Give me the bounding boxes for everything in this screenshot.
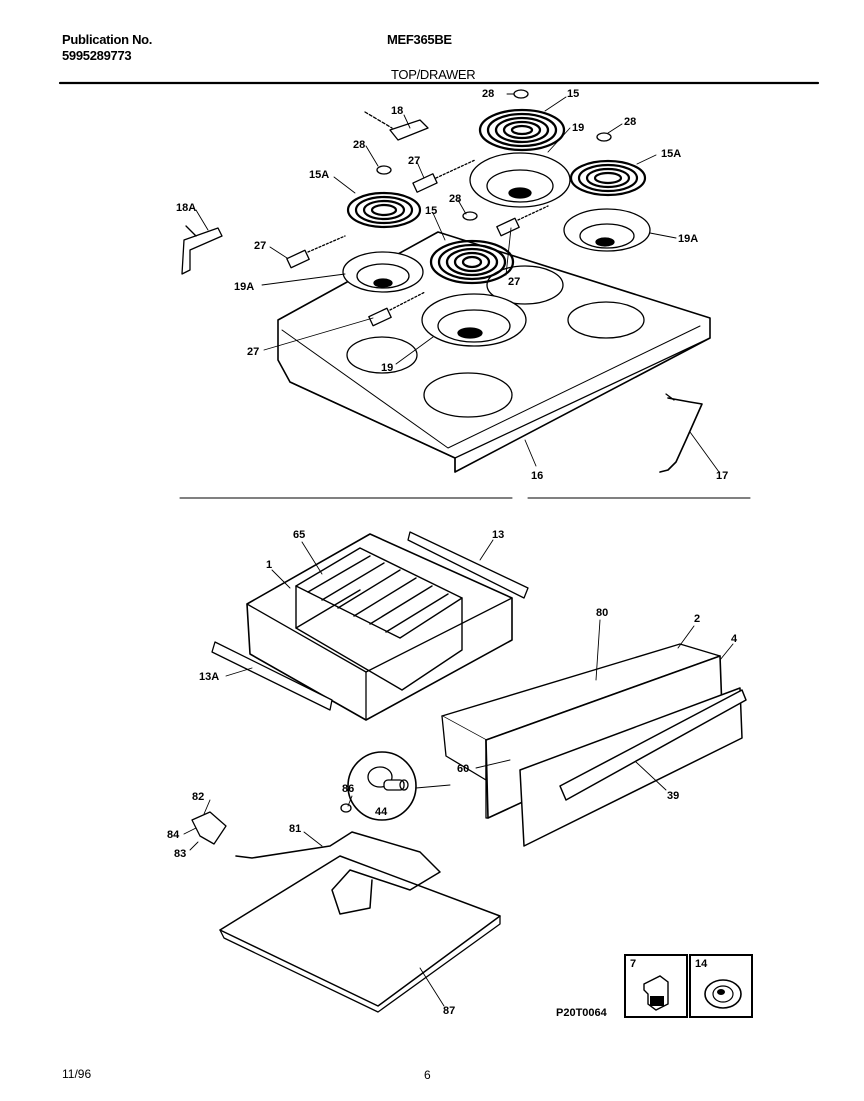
callout-80: 80 xyxy=(596,607,608,619)
knob-part-icon xyxy=(704,979,742,1009)
callout-19: 19 xyxy=(381,362,393,374)
receptacle-27 xyxy=(496,217,520,237)
callout-1: 1 xyxy=(266,559,272,571)
callout-19: 19 xyxy=(572,122,584,134)
trim-ring-28 xyxy=(462,211,478,221)
callout-18A: 18A xyxy=(176,202,196,214)
trim-ring-28 xyxy=(596,132,612,142)
rack-65 xyxy=(295,547,463,691)
callout-19A: 19A xyxy=(678,233,698,245)
knob-detail-44 xyxy=(347,751,417,821)
publication-label: Publication No. xyxy=(62,32,153,47)
callout-2: 2 xyxy=(694,613,700,625)
callout-15: 15 xyxy=(425,205,437,217)
broil-element-81 xyxy=(235,831,441,915)
callout-27: 27 xyxy=(254,240,266,252)
rail-13 xyxy=(407,531,529,599)
callout-18: 18 xyxy=(391,105,403,117)
diagram-code: P20T0064 xyxy=(556,1007,608,1019)
top-opening xyxy=(423,372,513,418)
top-opening xyxy=(486,265,564,305)
callout-44: 44 xyxy=(375,806,388,818)
callout-15A: 15A xyxy=(661,148,681,160)
top-opening xyxy=(567,301,645,339)
receptacle-27 xyxy=(368,307,392,327)
part-86 xyxy=(340,803,352,813)
drip-bowl-front-right xyxy=(421,293,527,347)
callout-labels: 28 15 18 19 28 15A 28 27 15A 18A 28 15 2… xyxy=(167,88,738,1019)
leader-lines-drawer xyxy=(183,539,734,1007)
drip-bowl-rear-center xyxy=(469,152,571,208)
top-opening xyxy=(346,336,418,374)
callout-27: 27 xyxy=(247,346,259,358)
publication-number: 5995289773 xyxy=(62,48,132,63)
bottom-panel-87 xyxy=(219,855,501,1007)
callout-39: 39 xyxy=(667,790,679,802)
leader-lines-top xyxy=(195,93,720,473)
callout-16: 16 xyxy=(531,470,543,482)
callout-65: 65 xyxy=(293,529,305,541)
callout-13A: 13A xyxy=(199,671,219,683)
trim-ring-28 xyxy=(513,89,529,99)
callout-19A: 19A xyxy=(234,281,254,293)
drawer-assembly xyxy=(183,531,747,1013)
callout-28: 28 xyxy=(482,88,494,100)
callout-84: 84 xyxy=(167,829,180,841)
receptacle-27 xyxy=(412,173,438,193)
footer-page-number: 6 xyxy=(424,1068,431,1082)
callout-28: 28 xyxy=(624,116,636,128)
drip-bowl-rear-right xyxy=(563,208,651,252)
callout-27: 27 xyxy=(408,155,420,167)
rail-13A xyxy=(211,641,333,711)
callout-4: 4 xyxy=(731,633,738,645)
callout-83: 83 xyxy=(174,848,186,860)
trim-ring-28 xyxy=(376,165,392,175)
callout-82: 82 xyxy=(192,791,204,803)
thermostat-82 xyxy=(191,811,227,845)
inset-part-7: 7 xyxy=(624,954,688,1018)
callout-86: 86 xyxy=(342,783,354,795)
callout-60: 60 xyxy=(457,763,469,775)
surface-element-15A-right xyxy=(569,159,647,197)
clip-part-icon xyxy=(643,975,669,1011)
drip-bowl-front-left xyxy=(342,251,424,293)
callout-81: 81 xyxy=(289,823,301,835)
handle-39 xyxy=(559,689,747,801)
callout-17: 17 xyxy=(716,470,728,482)
bracket-18 xyxy=(389,119,429,141)
callout-15: 15 xyxy=(567,88,579,100)
surface-element-15A-left xyxy=(346,191,422,229)
footer-date: 11/96 xyxy=(62,1067,92,1081)
callout-87: 87 xyxy=(443,1005,455,1017)
cooktop-assembly xyxy=(181,89,720,473)
receptacle-27 xyxy=(286,249,310,269)
surface-element-15-rear xyxy=(478,108,566,152)
inset-number: 7 xyxy=(630,958,637,970)
wire-17 xyxy=(659,397,703,473)
surface-element-15-front xyxy=(429,239,515,285)
callout-15A: 15A xyxy=(309,169,329,181)
section-title: TOP/DRAWER xyxy=(391,67,476,82)
inset-number: 14 xyxy=(695,958,708,970)
callout-13: 13 xyxy=(492,529,504,541)
bracket-18A xyxy=(181,227,223,275)
callout-28: 28 xyxy=(353,139,365,151)
model-number: MEF365BE xyxy=(387,32,452,47)
callout-27: 27 xyxy=(508,276,520,288)
inset-part-14: 14 xyxy=(689,954,753,1018)
callout-28: 28 xyxy=(449,193,461,205)
